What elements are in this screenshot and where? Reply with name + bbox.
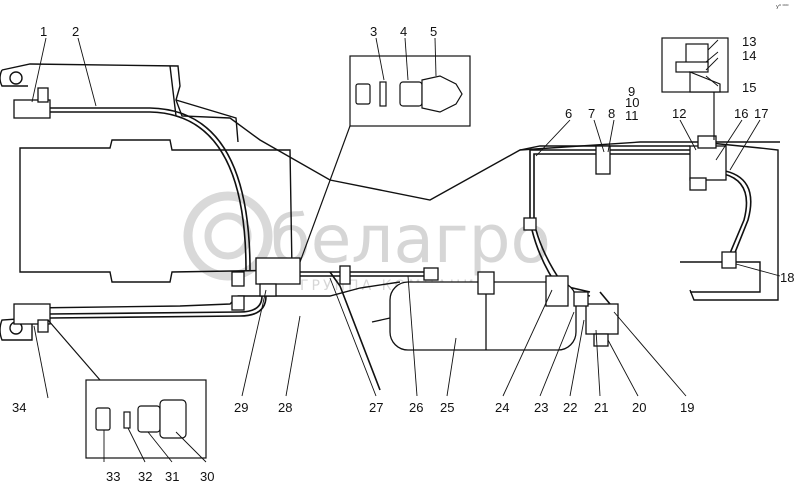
clamp-8 <box>595 145 611 175</box>
callout-19: 19 <box>680 400 694 415</box>
callout-9: 9 <box>628 84 635 99</box>
callout-12: 12 <box>672 106 686 121</box>
callout-17: 17 <box>754 106 768 121</box>
fitting-1-top <box>37 87 49 103</box>
corner-mark: y⁰ ⁰⁰⁰ <box>776 4 789 10</box>
leader-lines <box>31 37 781 463</box>
callout-labels: 1 2 3 4 5 6 7 8 9 10 11 12 13 14 15 16 1… <box>12 24 794 484</box>
callout-16: 16 <box>734 106 748 121</box>
callout-13: 13 <box>742 34 756 49</box>
callout-8: 8 <box>608 106 615 121</box>
fitting-34 <box>13 303 51 325</box>
callout-6: 6 <box>565 106 572 121</box>
callout-20: 20 <box>632 400 646 415</box>
callout-7: 7 <box>588 106 595 121</box>
callout-27: 27 <box>369 400 383 415</box>
valve-29 <box>255 257 301 285</box>
callout-14: 14 <box>742 48 756 63</box>
callout-18: 18 <box>780 270 794 285</box>
callout-26: 26 <box>409 400 423 415</box>
callout-28: 28 <box>278 400 292 415</box>
callout-29: 29 <box>234 400 248 415</box>
callout-34: 34 <box>12 400 26 415</box>
components <box>13 87 737 351</box>
watermark-brand: белагро <box>270 201 551 278</box>
callout-5: 5 <box>430 24 437 39</box>
fitting-34-bottom <box>37 319 49 333</box>
pipelines <box>49 107 752 391</box>
callout-31: 31 <box>165 469 179 484</box>
callout-33: 33 <box>106 469 120 484</box>
callout-22: 22 <box>563 400 577 415</box>
callout-15: 15 <box>742 80 756 95</box>
callout-11: 11 <box>625 108 639 123</box>
valve-21 <box>585 303 619 335</box>
valve-29-base <box>259 283 277 297</box>
callout-1: 1 <box>40 24 47 39</box>
valve-24 <box>545 275 569 307</box>
callout-10: 10 <box>625 95 639 110</box>
callout-4: 4 <box>400 24 407 39</box>
callout-21: 21 <box>594 400 608 415</box>
fitting-1 <box>13 99 51 119</box>
callout-23: 23 <box>534 400 548 415</box>
callout-2: 2 <box>72 24 79 39</box>
callout-30: 30 <box>200 469 214 484</box>
callout-3: 3 <box>370 24 377 39</box>
detail-box-13-15 <box>661 37 729 140</box>
device-12 <box>689 145 727 181</box>
callout-24: 24 <box>495 400 509 415</box>
callout-32: 32 <box>138 469 152 484</box>
detail-box-3-5 <box>299 55 471 263</box>
detail-box-30-33 <box>47 319 207 459</box>
callout-25: 25 <box>440 400 454 415</box>
